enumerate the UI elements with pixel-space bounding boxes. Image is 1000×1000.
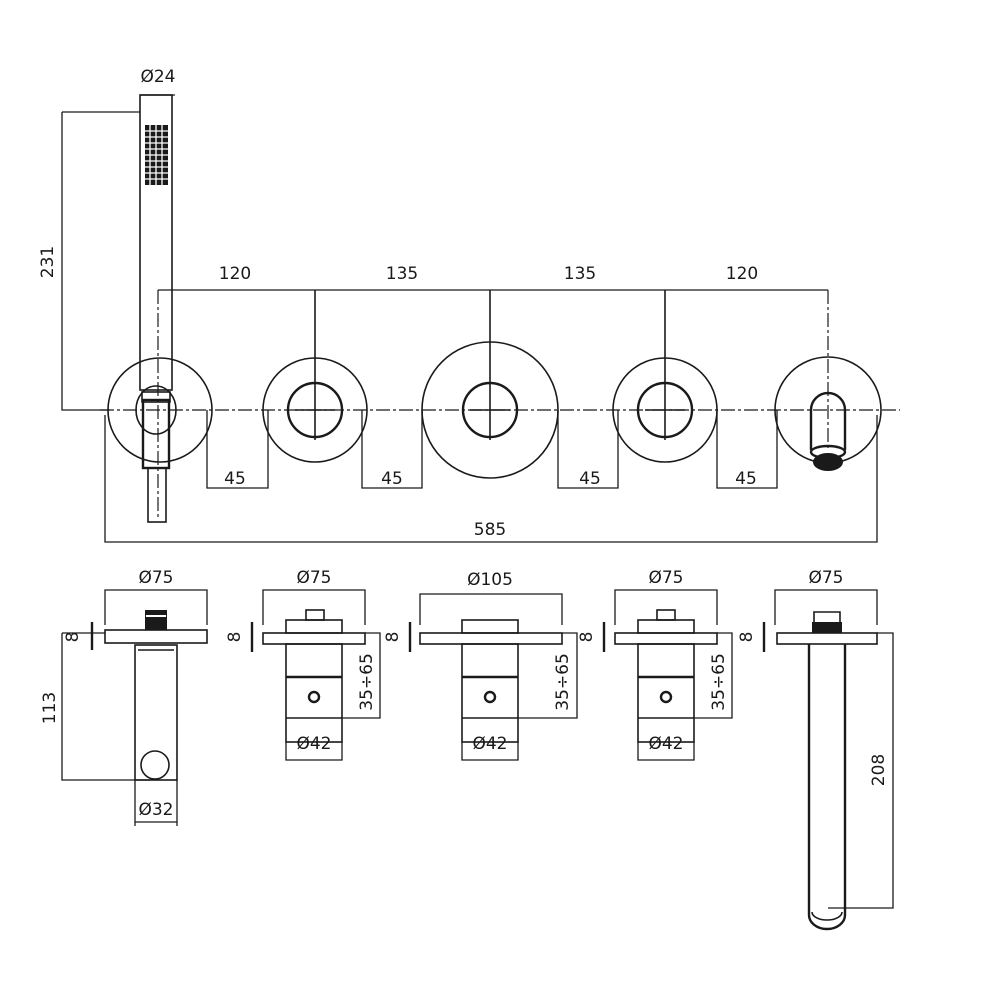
side-view-handshower: Ø75 8 113 Ø32 [40, 568, 208, 826]
dim-diameter: Ø75 [808, 568, 843, 588]
dim-length: 208 [869, 754, 889, 786]
side-view-spout: Ø75 8 208 [737, 568, 894, 931]
dim-diameter: Ø75 [296, 568, 331, 588]
dim-spacing-2: 135 [386, 264, 418, 284]
top-view: Ø24 231 120 135 135 120 45 45 45 45 585 [38, 67, 900, 543]
dim-spacing-4: 120 [726, 264, 758, 284]
dim-body: Ø42 [648, 734, 683, 754]
dim-diameter: Ø105 [467, 570, 513, 590]
spray-holes [145, 125, 168, 185]
dim-handshower-diameter: Ø24 [140, 67, 175, 87]
dim-gap-1: 45 [224, 469, 246, 489]
valve-right-top [612, 290, 718, 463]
dim-gap-2: 45 [381, 469, 403, 489]
dimensions-top: Ø24 231 120 135 135 120 45 45 45 45 585 [38, 67, 878, 543]
dim-depth: 113 [40, 692, 60, 724]
valve-center-top [421, 290, 559, 479]
valve-left-top [262, 290, 368, 463]
handshower-holder-top [107, 94, 213, 523]
dim-spacing-1: 120 [219, 264, 251, 284]
dim-diameter: Ø75 [648, 568, 683, 588]
dim-body: Ø42 [296, 734, 331, 754]
dim-plate: 8 [577, 632, 597, 643]
side-view-valve-left: Ø75 8 35÷65 Ø42 [225, 568, 381, 761]
side-view-valve-right: Ø75 8 35÷65 Ø42 [577, 568, 733, 761]
dim-overall-width: 585 [474, 520, 506, 540]
dim-diameter: Ø75 [138, 568, 173, 588]
dim-spacing-3: 135 [564, 264, 596, 284]
dim-plate: 8 [225, 632, 245, 643]
dim-plate: 8 [63, 632, 83, 643]
dim-range: 35÷65 [709, 653, 729, 711]
dim-231: 231 [38, 246, 58, 278]
dim-gap-4: 45 [735, 469, 757, 489]
dim-plate: 8 [737, 632, 757, 643]
dim-body: Ø42 [472, 734, 507, 754]
dim-hose-diameter: Ø32 [138, 800, 173, 820]
dim-range: 35÷65 [553, 653, 573, 711]
spout-top [774, 290, 882, 471]
dim-gap-3: 45 [579, 469, 601, 489]
dim-plate: 8 [383, 632, 403, 643]
dim-range: 35÷65 [357, 653, 377, 711]
side-view-valve-center: Ø105 8 35÷65 Ø42 [383, 570, 578, 761]
